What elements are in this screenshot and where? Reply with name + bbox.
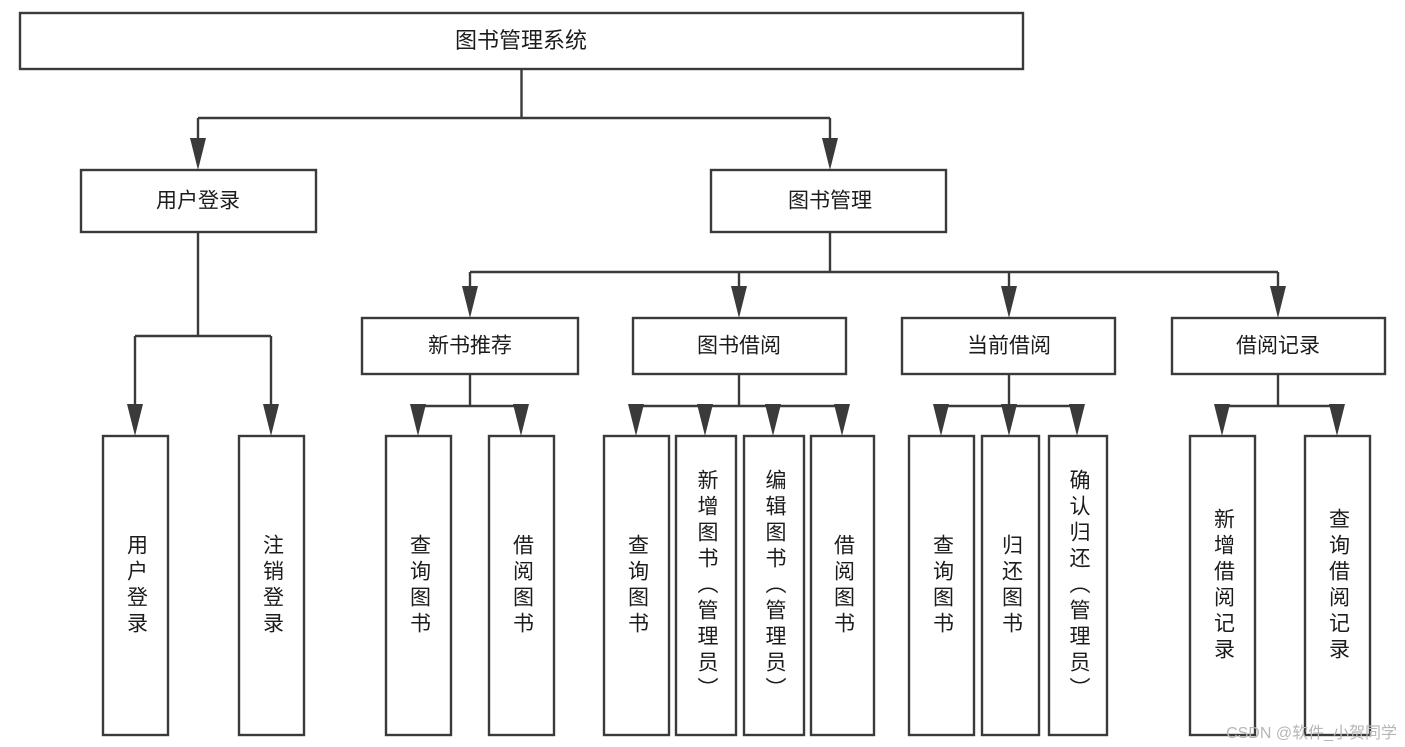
- node-book-borrow[interactable]: [631, 316, 848, 376]
- node-user-login-label: 用户登录: [156, 190, 240, 213]
- node-book-management[interactable]: [709, 168, 948, 234]
- leaf-box-borrow-record-1[interactable]: [1303, 434, 1372, 737]
- arrow-currentborrow-leaf-3: [1069, 404, 1085, 436]
- arrow-bookborrow-leaf-2: [697, 404, 713, 436]
- node-borrow-record[interactable]: [1170, 316, 1387, 376]
- leaf-box-book-borrow-1[interactable]: [674, 434, 738, 737]
- node-book-borrow-label: 图书借阅: [697, 335, 781, 358]
- arrow-bookmgmt-to-currentborrow: [1001, 286, 1017, 318]
- arrow-root-to-userlogin: [190, 138, 206, 170]
- node-new-book-recommend[interactable]: [360, 316, 580, 376]
- leaf-box-current-borrow-2[interactable]: [1047, 434, 1109, 737]
- arrow-currentborrow-leaf-2: [1001, 404, 1017, 436]
- node-root[interactable]: [18, 11, 1025, 71]
- arrow-bookmgmt-to-bookborrow: [731, 286, 747, 318]
- node-current-borrow-label: 当前借阅: [967, 335, 1051, 358]
- arrow-borrowrecord-leaf-2: [1329, 404, 1345, 436]
- arrow-bookmgmt-to-newbook: [462, 286, 478, 318]
- leaf-box-book-borrow-2[interactable]: [742, 434, 806, 737]
- arrow-bookmgmt-to-borrowrecord: [1270, 286, 1286, 318]
- node-current-borrow[interactable]: [900, 316, 1117, 376]
- leaf-box-new-book-0[interactable]: [384, 434, 453, 737]
- leaf-box-new-book-1[interactable]: [487, 434, 556, 737]
- leaf-box-book-borrow-3[interactable]: [809, 434, 876, 737]
- node-new-book-recommend-label: 新书推荐: [428, 335, 512, 358]
- leaf-box-current-borrow-0[interactable]: [907, 434, 976, 737]
- watermark-text: CSDN @软件_小贺同学: [1226, 725, 1397, 742]
- arrow-root-to-bookmgmt: [822, 138, 838, 170]
- node-borrow-record-label: 借阅记录: [1236, 335, 1320, 358]
- arrow-bookborrow-leaf-3: [765, 404, 781, 436]
- arrow-bookborrow-leaf-1: [628, 404, 644, 436]
- arrow-currentborrow-leaf-1: [933, 404, 949, 436]
- node-root-label: 图书管理系统: [455, 28, 587, 53]
- arrow-newbook-leaf-2: [513, 404, 529, 436]
- arrow-borrowrecord-leaf-1: [1214, 404, 1230, 436]
- node-book-management-label: 图书管理: [788, 190, 872, 213]
- arrow-userlogin-leaf-2: [263, 404, 279, 436]
- leaf-box-user-login-1[interactable]: [237, 434, 306, 737]
- node-user-login[interactable]: [79, 168, 318, 234]
- leaf-box-borrow-record-0[interactable]: [1188, 434, 1257, 737]
- arrow-newbook-leaf-1: [410, 404, 426, 436]
- arrow-userlogin-leaf-1: [127, 404, 143, 436]
- leaf-box-current-borrow-1[interactable]: [980, 434, 1041, 737]
- arrow-bookborrow-leaf-4: [834, 404, 850, 436]
- leaf-box-user-login-0[interactable]: [101, 434, 170, 737]
- leaf-box-book-borrow-0[interactable]: [602, 434, 671, 737]
